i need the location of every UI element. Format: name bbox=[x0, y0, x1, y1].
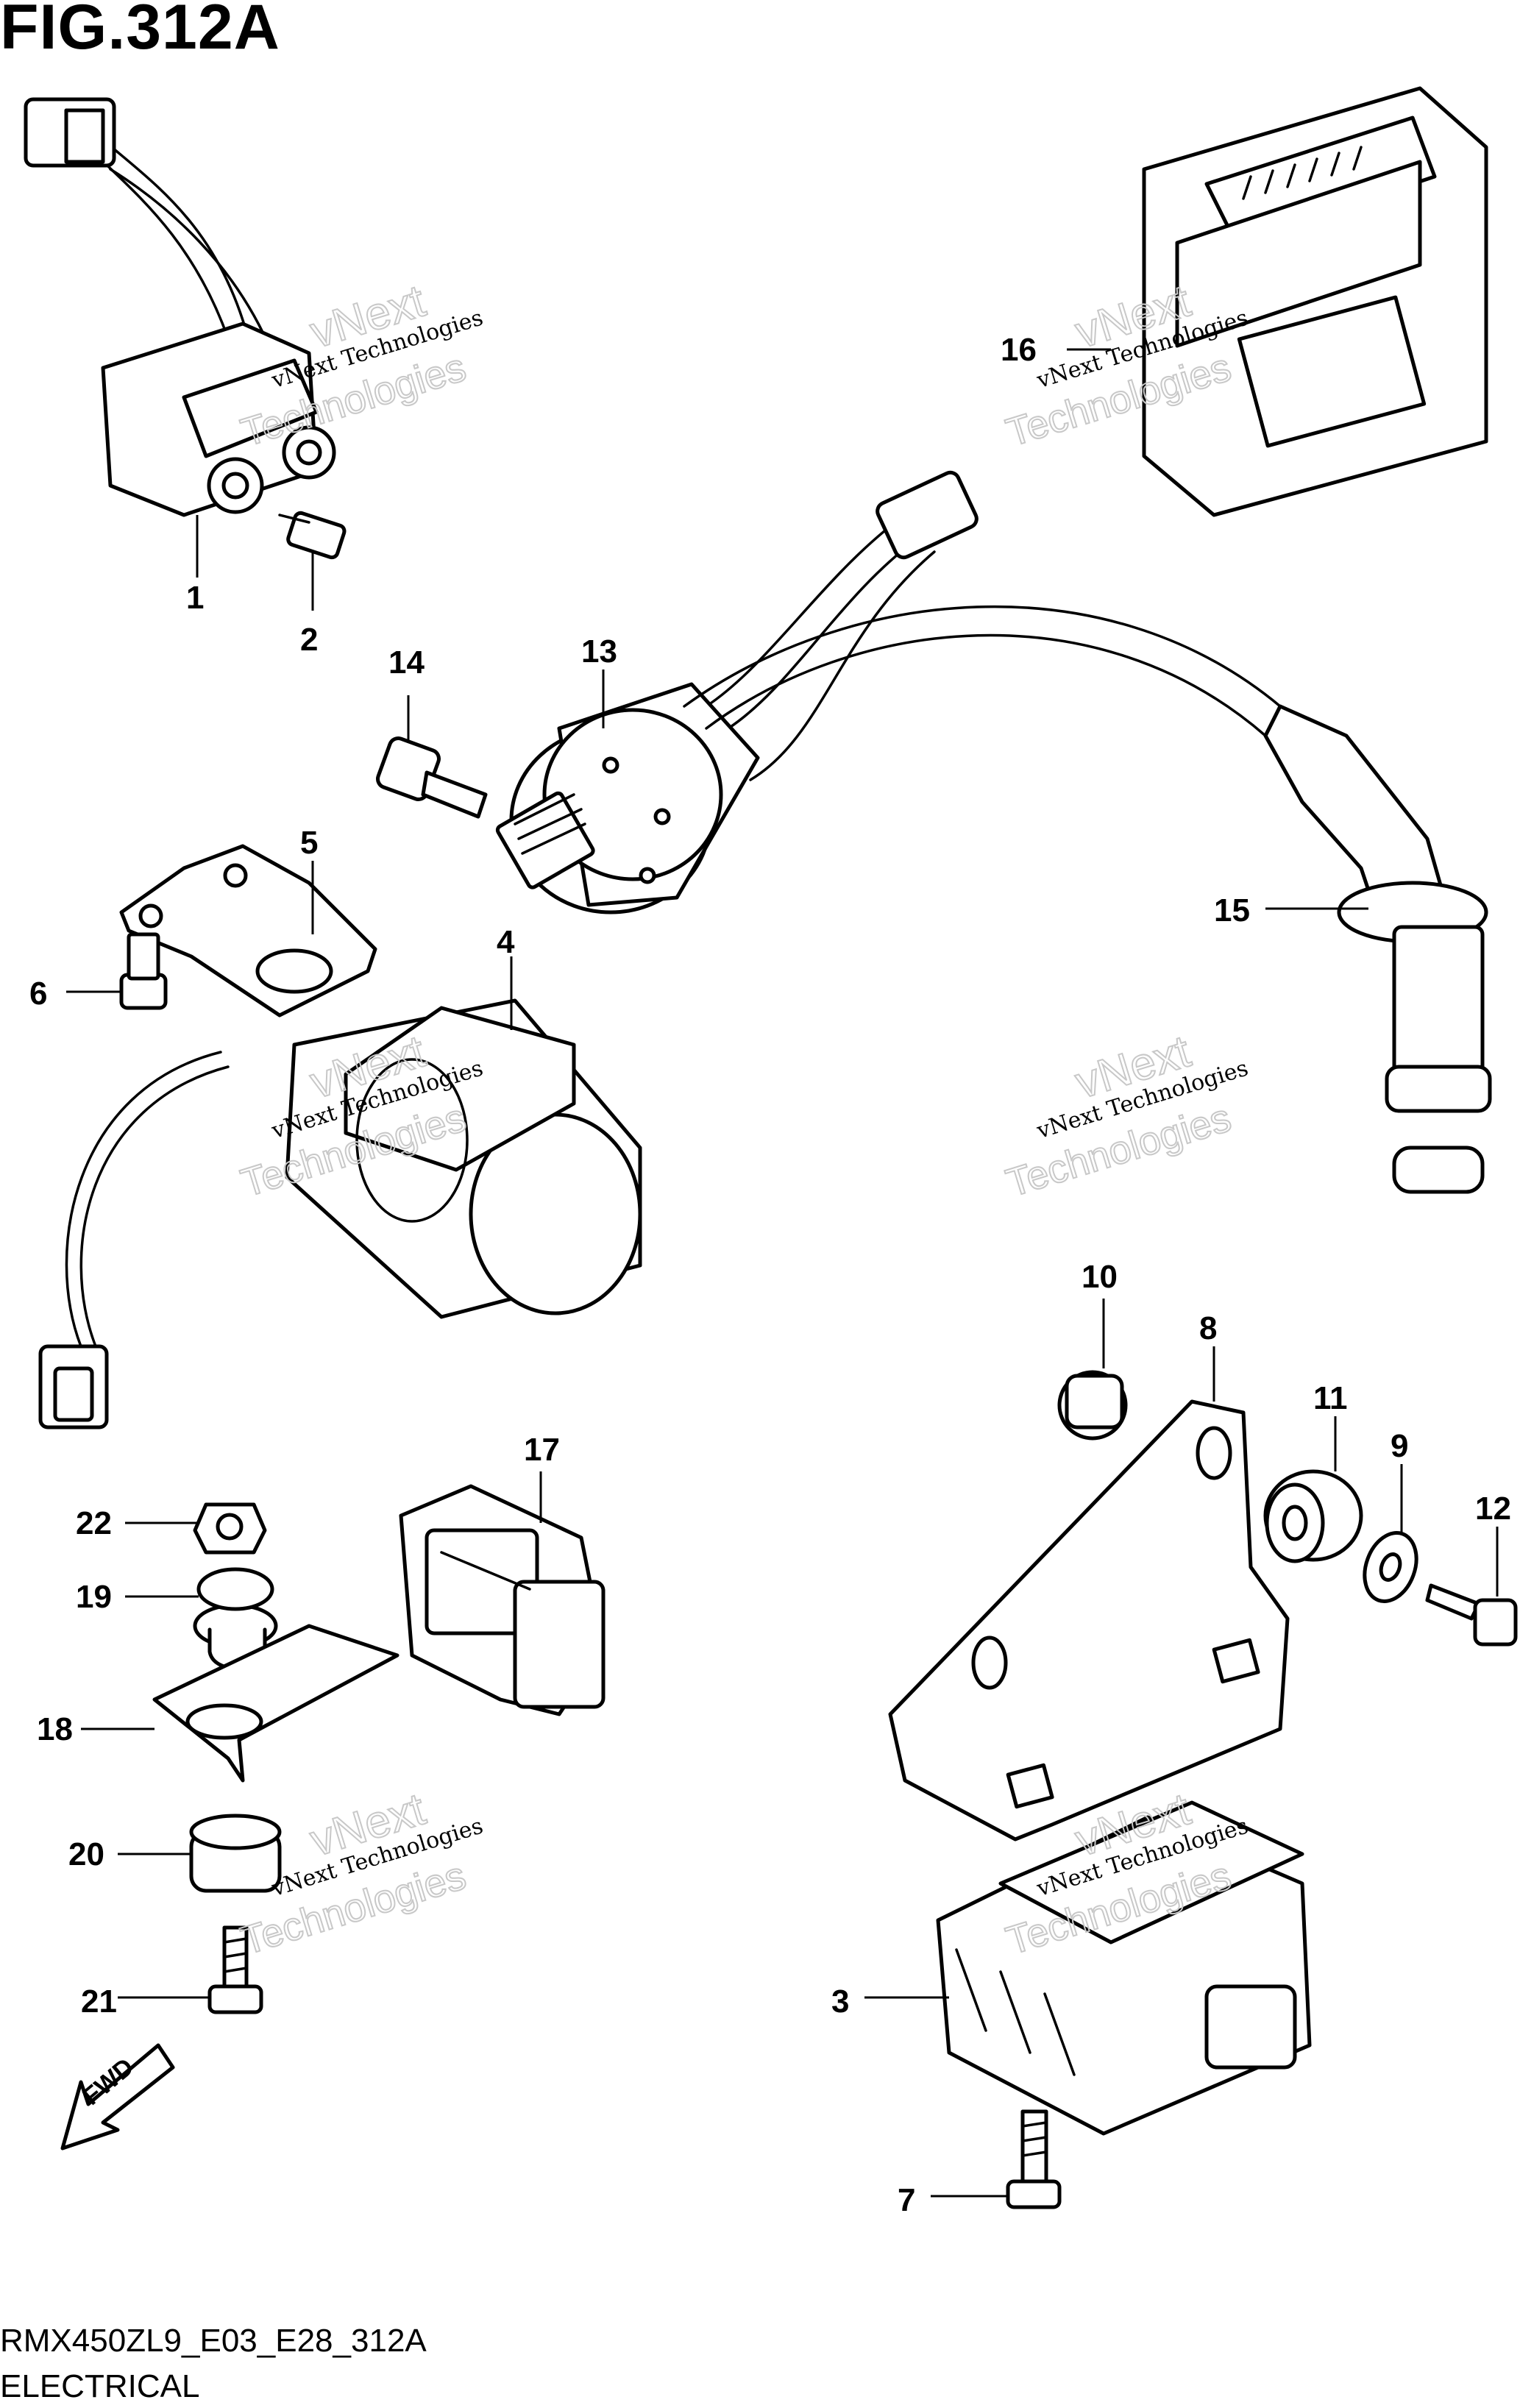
callout-13: 13 bbox=[581, 633, 617, 670]
callout-19: 19 bbox=[76, 1579, 112, 1615]
figure-title: FIG.312A bbox=[0, 0, 280, 63]
part-15-plug-cap bbox=[683, 605, 1492, 1194]
part-22-nut bbox=[193, 1502, 267, 1555]
callout-4: 4 bbox=[497, 924, 515, 960]
part-13-ignition-coil bbox=[495, 470, 979, 914]
part-10-collar bbox=[1057, 1370, 1128, 1441]
callout-3: 3 bbox=[831, 1983, 849, 2020]
part-1-starter-relay bbox=[24, 97, 336, 517]
part-3-regulator bbox=[936, 1800, 1312, 2136]
part-11-grommet bbox=[1263, 1469, 1363, 1563]
callout-17: 17 bbox=[524, 1432, 560, 1468]
callout-15: 15 bbox=[1214, 892, 1250, 928]
callout-22: 22 bbox=[76, 1505, 112, 1541]
callout-20: 20 bbox=[68, 1836, 104, 1872]
part-14-bolt bbox=[376, 736, 488, 819]
callout-8: 8 bbox=[1199, 1310, 1217, 1346]
callout-6: 6 bbox=[29, 976, 47, 1012]
callout-21: 21 bbox=[81, 1983, 117, 2020]
callout-7: 7 bbox=[898, 2182, 915, 2218]
callout-10: 10 bbox=[1082, 1259, 1118, 1295]
part-12-bolt bbox=[1425, 1583, 1518, 1647]
callout-2: 2 bbox=[300, 622, 318, 658]
callout-labels: 1 2 3 4 5 6 7 8 9 10 11 12 13 14 15 16 1… bbox=[29, 332, 1511, 2218]
part-16-ecm bbox=[1142, 86, 1488, 517]
model-code: RMX450ZL9_E03_E28_312A bbox=[0, 2323, 427, 2359]
part-9-washer bbox=[1363, 1531, 1418, 1603]
leader-lines bbox=[66, 348, 1499, 2198]
callout-18: 18 bbox=[37, 1711, 73, 1747]
part-20-cushion bbox=[189, 1814, 282, 1893]
part-8-mount-bracket bbox=[888, 1399, 1290, 1841]
callout-1: 1 bbox=[186, 580, 204, 616]
callout-16: 16 bbox=[1001, 332, 1037, 368]
part-17-relay bbox=[399, 1484, 605, 1716]
callout-9: 9 bbox=[1391, 1428, 1408, 1464]
watermark-mid-right: vNext Technologies vNext Technologies bbox=[1001, 1026, 1251, 1207]
callout-11: 11 bbox=[1313, 1380, 1348, 1416]
part-18-bracket bbox=[152, 1624, 399, 1783]
part-21-bolt bbox=[207, 1925, 263, 2014]
part-4-capacitor bbox=[38, 998, 642, 1429]
part-2-bolt bbox=[278, 511, 347, 560]
part-7-bolt bbox=[1006, 2109, 1062, 2209]
callout-5: 5 bbox=[300, 825, 318, 861]
section-name: ELECTRICAL bbox=[0, 2368, 200, 2404]
part-6-bolt bbox=[119, 932, 168, 1010]
callout-14: 14 bbox=[388, 644, 425, 681]
callout-12: 12 bbox=[1475, 1491, 1511, 1527]
fwd-arrow-icon: FWD bbox=[60, 2043, 175, 2150]
